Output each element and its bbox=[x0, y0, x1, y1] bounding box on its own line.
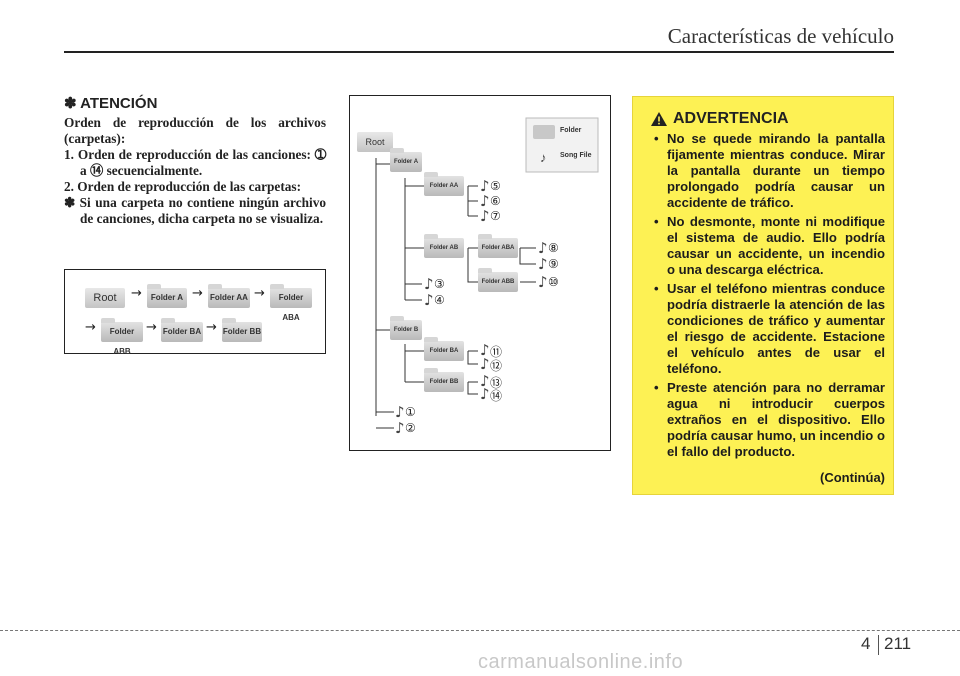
song-14: ⑭ bbox=[490, 389, 503, 403]
tree-folder-a: Folder A bbox=[390, 148, 422, 172]
flow-folder-aa: Folder AA bbox=[208, 284, 250, 308]
flow-folder-abb: Folder ABB bbox=[101, 318, 143, 356]
header-rule bbox=[64, 51, 894, 53]
page-header-title: Características de vehículo bbox=[667, 24, 894, 48]
playback-order-diagram: Root → Folder A → Folder AA → Folder ABA… bbox=[64, 269, 326, 356]
tree-folder-aa: Folder AA bbox=[424, 172, 464, 196]
svg-text:♪: ♪ bbox=[480, 372, 490, 390]
song-11: ⑪ bbox=[490, 345, 503, 359]
warning-list: No se quede mirando la pantalla fijament… bbox=[643, 131, 885, 463]
flow-arrow: → bbox=[254, 286, 265, 301]
song-13: ⑬ bbox=[490, 376, 503, 390]
flow-arrow: → bbox=[85, 320, 96, 335]
flow-arrow: → bbox=[146, 320, 157, 335]
tree-folder-abb: Folder ABB bbox=[478, 268, 518, 292]
song-7: ⑦ bbox=[490, 209, 501, 223]
warning-title: ADVERTENCIA bbox=[673, 110, 789, 127]
song-10: ⑩ bbox=[548, 275, 559, 289]
svg-text:♪: ♪ bbox=[480, 192, 490, 210]
svg-text:♪: ♪ bbox=[538, 273, 548, 291]
warning-header: ADVERTENCIA bbox=[651, 110, 789, 128]
attention-item-3: ✽ Si una carpeta no contiene ningún arch… bbox=[64, 195, 326, 226]
attention-section: ✽ ATENCIÓN Orden de reproducción de los … bbox=[64, 94, 326, 227]
tree-folder-aba: Folder ABA bbox=[478, 234, 518, 258]
song-12: ⑫ bbox=[490, 359, 503, 373]
warning-item-4: Preste atención para no derramar agua ni… bbox=[643, 380, 885, 460]
svg-text:♪: ♪ bbox=[480, 207, 490, 225]
svg-text:♪: ♪ bbox=[480, 355, 490, 373]
song-8: ⑧ bbox=[548, 241, 559, 255]
svg-text:♪: ♪ bbox=[480, 177, 490, 195]
flow-arrow: → bbox=[206, 320, 217, 335]
page-number-separator bbox=[878, 635, 879, 655]
warning-box: ADVERTENCIA No se quede mirando la panta… bbox=[632, 96, 894, 495]
flow-root: Root bbox=[85, 288, 125, 308]
watermark: carmanualsonline.info bbox=[478, 651, 684, 673]
warning-triangle-icon bbox=[651, 112, 667, 126]
svg-text:♪: ♪ bbox=[538, 255, 548, 273]
svg-text:♪: ♪ bbox=[480, 341, 490, 359]
flow-folder-ba: Folder BA bbox=[161, 318, 203, 342]
svg-text:♪: ♪ bbox=[538, 239, 548, 257]
svg-text:♪: ♪ bbox=[424, 275, 434, 293]
tree-folder-ab: Folder AB bbox=[424, 234, 464, 258]
song-6: ⑥ bbox=[490, 194, 501, 208]
tree-root: Root bbox=[357, 132, 393, 152]
svg-text:♪: ♪ bbox=[395, 419, 405, 437]
folder-tree-lines: ♪ ♪ ♪ ♪ ♪ ♪ ♪ ♪ ♪ ♪ ♪ ♪ ♪ ♪ ♪ bbox=[375, 117, 599, 437]
legend-note-icon: ♪ bbox=[540, 150, 547, 165]
chapter-number: 4 bbox=[861, 634, 871, 653]
flow-folder-aba: Folder ABA bbox=[270, 284, 312, 322]
continued-label: (Continúa) bbox=[820, 470, 885, 485]
song-9: ⑨ bbox=[548, 257, 559, 271]
svg-text:♪: ♪ bbox=[480, 385, 490, 403]
svg-text:♪: ♪ bbox=[395, 403, 405, 421]
folder-tree-diagram: ♪ ♪ ♪ ♪ ♪ ♪ ♪ ♪ ♪ ♪ ♪ ♪ ♪ ♪ ♪ Root Folde… bbox=[349, 95, 611, 451]
svg-text:♪: ♪ bbox=[424, 291, 434, 309]
attention-item-2: 2. Orden de reproducción de las carpetas… bbox=[64, 179, 301, 194]
legend-song-label: Song File bbox=[560, 152, 592, 159]
attention-title: ✽ ATENCIÓN bbox=[64, 95, 158, 112]
flow-folder-bb: Folder BB bbox=[222, 318, 262, 342]
warning-item-3: Usar el teléfono mientras conduce podría… bbox=[643, 281, 885, 377]
flow-folder-a: Folder A bbox=[147, 284, 187, 308]
attention-item-1: 1. Orden de reproducción de las cancione… bbox=[64, 147, 326, 178]
song-3: ③ bbox=[434, 277, 445, 291]
flow-arrow: → bbox=[131, 286, 142, 301]
tree-folder-ba: Folder BA bbox=[424, 337, 464, 361]
tree-folder-bb: Folder BB bbox=[424, 368, 464, 392]
warning-item-2: No desmonte, monte ni modifique el siste… bbox=[643, 214, 885, 278]
warning-item-1: No se quede mirando la pantalla fijament… bbox=[643, 131, 885, 211]
footer-rule bbox=[0, 630, 960, 631]
page-number: 211 bbox=[884, 634, 912, 653]
song-2: ② bbox=[405, 421, 416, 435]
song-4: ④ bbox=[434, 293, 445, 307]
legend-folder-label: Folder bbox=[560, 127, 582, 134]
song-5: ⑤ bbox=[490, 179, 501, 193]
tree-folder-b: Folder B bbox=[390, 316, 422, 340]
song-1: ① bbox=[405, 405, 416, 419]
flow-arrow: → bbox=[192, 286, 203, 301]
attention-intro: Orden de reproducción de los archivos (c… bbox=[64, 115, 326, 146]
